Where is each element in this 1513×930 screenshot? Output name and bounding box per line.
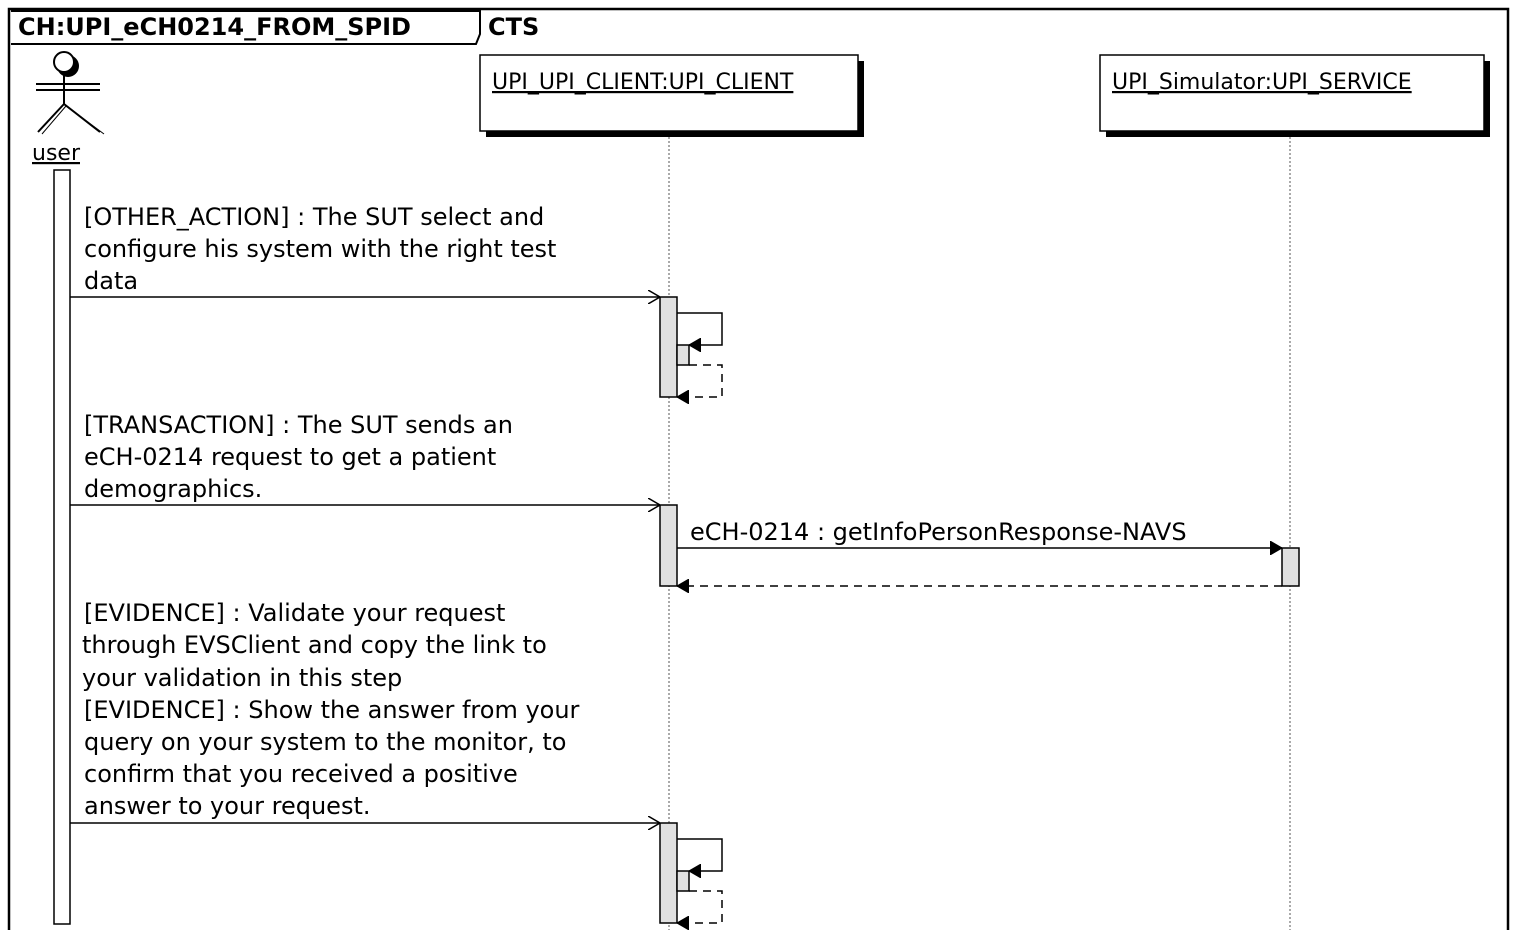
svg-text:data: data — [84, 267, 138, 295]
message-1-label: [OTHER_ACTION] : The SUT select and conf… — [84, 203, 556, 295]
service-box — [1099, 54, 1485, 132]
svg-text:configure his system with the: configure his system with the right test — [84, 235, 556, 263]
diagram-frame — [7, 7, 1510, 930]
actor-activation — [53, 169, 71, 925]
self-call-2 — [677, 838, 723, 871]
svg-text:[EVIDENCE] : Show the answer f: [EVIDENCE] : Show the answer from your — [84, 696, 580, 724]
message-2-label: [TRANSACTION] : The SUT sends an eCH-021… — [84, 411, 513, 503]
frame-title-tab — [11, 10, 481, 45]
svg-text:through EVSClient and copy the: through EVSClient and copy the link to — [82, 631, 547, 659]
client-activation-1 — [659, 296, 678, 398]
client-box — [479, 54, 859, 132]
frame-title-tail: CTS — [488, 13, 539, 41]
client-activation-1-nested — [676, 344, 690, 366]
client-activation-3 — [659, 822, 678, 924]
svg-text:[OTHER_ACTION] : The SUT selec: [OTHER_ACTION] : The SUT select and — [84, 203, 544, 231]
svg-text:answer to your request.: answer to your request. — [84, 792, 371, 820]
client-activation-3-nested — [676, 870, 690, 892]
message-4-label: [EVIDENCE] : Validate your request throu… — [82, 599, 580, 820]
client-label: UPI_UPI_CLIENT:UPI_CLIENT — [492, 70, 794, 95]
self-call-1 — [677, 312, 723, 345]
self-return-2 — [677, 890, 723, 923]
service-activation — [1281, 547, 1300, 587]
svg-text:your validation in this step: your validation in this step — [82, 664, 402, 692]
svg-text:demographics.: demographics. — [84, 475, 262, 503]
svg-text:[TRANSACTION] : The SUT sends: [TRANSACTION] : The SUT sends an — [84, 411, 513, 439]
svg-text:query on your system to the mo: query on your system to the monitor, to — [84, 728, 566, 756]
self-return-1 — [677, 364, 723, 397]
service-label: UPI_Simulator:UPI_SERVICE — [1112, 70, 1412, 95]
actor-label: user — [32, 141, 81, 166]
svg-text:eCH-0214 request to get a pati: eCH-0214 request to get a patient — [84, 443, 496, 471]
svg-text:confirm that you received a po: confirm that you received a positive — [84, 760, 518, 788]
actor-icon — [36, 51, 105, 135]
frame-title: CH:UPI_eCH0214_FROM_SPID — [18, 13, 411, 41]
svg-text:[EVIDENCE] : Validate your req: [EVIDENCE] : Validate your request — [84, 599, 505, 627]
client-activation-2 — [659, 504, 678, 587]
message-3-label: eCH-0214 : getInfoPersonResponse-NAVS — [690, 518, 1187, 546]
